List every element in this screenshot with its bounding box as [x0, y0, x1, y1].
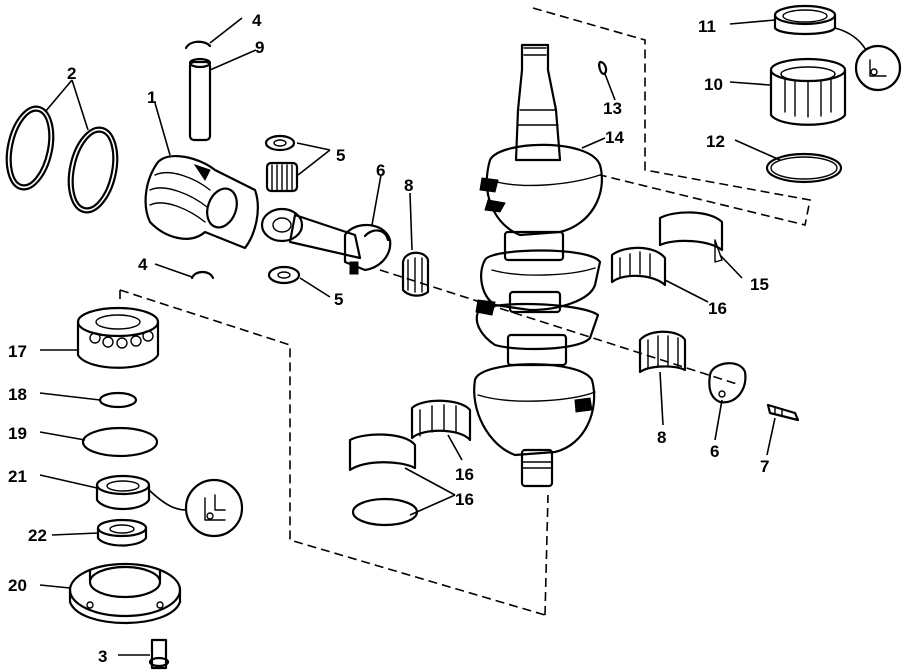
bearing-liner-16-bottom-illustration	[348, 433, 417, 472]
callout-20: 20	[8, 576, 27, 595]
retaining-ring-top-illustration	[184, 40, 212, 50]
seal-kit-symbol-bottom-illustration	[184, 478, 244, 538]
callout-5-top: 5	[336, 146, 345, 165]
callout-16-left: 16	[455, 465, 474, 484]
seal-kit-symbol-top-illustration	[854, 44, 902, 92]
callout-6-top: 6	[376, 161, 385, 180]
bearing-cage-8-bottom-illustration	[638, 330, 687, 374]
callout-19: 19	[8, 424, 27, 443]
callout-14: 14	[605, 128, 624, 147]
wrist-pin-illustration	[188, 57, 212, 142]
callout-2: 2	[67, 64, 76, 83]
callout-17: 17	[8, 342, 27, 361]
dashed-assembly-outline-right	[532, 7, 811, 226]
callout-5-bottom: 5	[334, 290, 343, 309]
piston-rings-illustration	[5, 105, 119, 214]
callout-7: 7	[760, 457, 769, 476]
leader-lines	[39, 17, 867, 656]
callout-3: 3	[98, 647, 107, 666]
callout-22: 22	[28, 526, 47, 545]
bearing-liner-15-illustration	[658, 211, 724, 263]
bearing-cage-top-illustration	[401, 251, 430, 297]
rod-cap-screw-illustration	[766, 403, 800, 422]
ball-bearing-illustration	[76, 306, 160, 369]
roller-bearing-top-illustration	[769, 57, 847, 126]
crankshaft-illustration	[473, 43, 608, 488]
callout-4-mid: 4	[138, 255, 148, 274]
callout-10: 10	[704, 75, 723, 94]
rod-cap-illustration	[708, 362, 747, 404]
needle-bearing-illustration	[265, 161, 299, 193]
callout-16-right: 16	[708, 299, 727, 318]
thrust-washer-top-illustration	[264, 134, 296, 152]
o-ring-top-illustration	[765, 152, 843, 184]
callout-16-bottom: 16	[455, 490, 474, 509]
piston-illustration	[144, 154, 259, 250]
dashed-centerline	[379, 269, 741, 386]
callout-8-bottom: 8	[657, 428, 666, 447]
connecting-rod-illustration	[260, 207, 392, 275]
callout-11: 11	[698, 17, 716, 36]
callout-labels: 1 2 3 4 4 5 5 6 6 7 8 8 9 10 11 12 13 14…	[8, 11, 769, 666]
o-ring-19-illustration	[81, 426, 159, 458]
callout-13: 13	[603, 99, 622, 118]
seal-22-illustration	[96, 518, 148, 547]
callout-9: 9	[255, 38, 264, 57]
seal-top-illustration	[773, 4, 837, 36]
screw-illustration	[148, 638, 170, 670]
callout-8-top: 8	[404, 176, 413, 195]
thrust-washer-bottom-illustration	[267, 265, 301, 285]
bearing-cage-16-right-illustration	[610, 246, 667, 287]
retaining-ring-mid-illustration	[190, 270, 215, 280]
callout-12: 12	[706, 132, 725, 151]
seal-21-illustration	[95, 474, 151, 510]
callout-1: 1	[147, 88, 156, 107]
bearing-cage-16-left-illustration	[410, 399, 472, 442]
callout-18: 18	[8, 385, 27, 404]
bearing-housing-illustration	[68, 562, 182, 624]
dashed-assembly-outline-left	[119, 289, 549, 616]
retaining-ring-18-illustration	[98, 391, 138, 409]
o-ring-16-bottom-illustration	[351, 497, 419, 527]
callout-21: 21	[8, 467, 27, 486]
callout-4-top: 4	[252, 11, 262, 30]
callout-6-bottom: 6	[710, 442, 719, 461]
callout-15: 15	[750, 275, 769, 294]
